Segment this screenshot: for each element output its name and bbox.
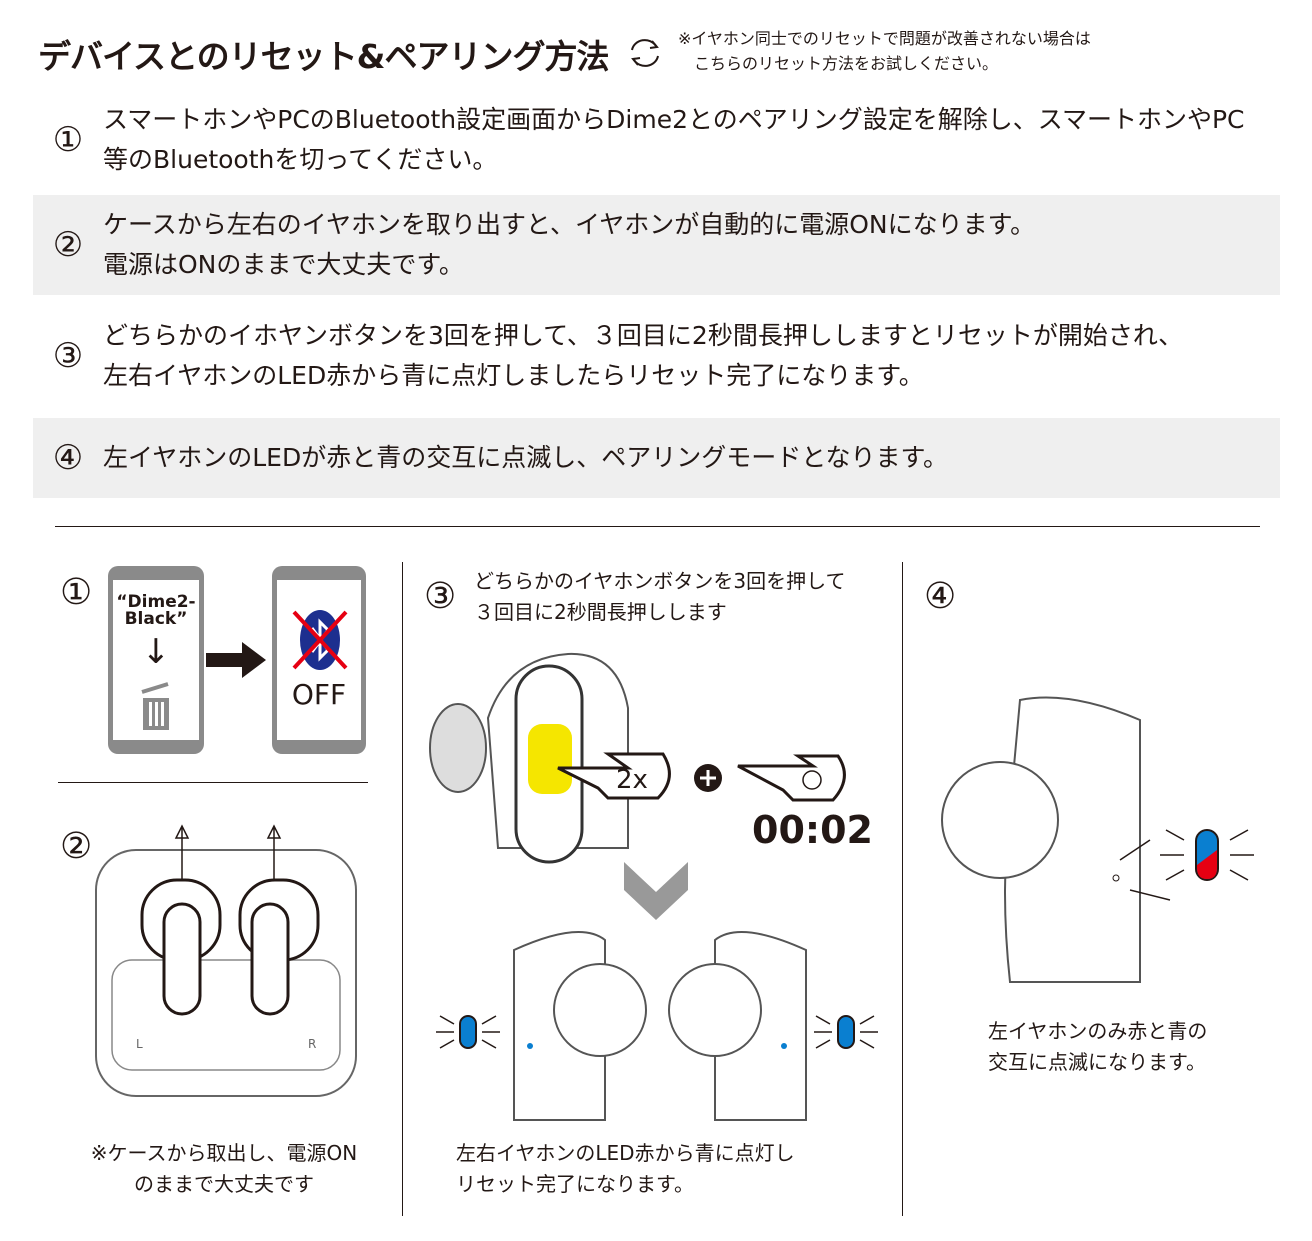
step-number: ④ <box>52 438 84 478</box>
device-name: “Dime2- Black” <box>116 592 196 629</box>
earbud-button-illustration: 2x <box>429 652 846 864</box>
bluetooth-off-icon <box>292 610 348 670</box>
panel-number: ③ <box>424 576 457 617</box>
timer-icon <box>802 770 822 790</box>
charging-case-illustration: L R <box>95 824 357 1097</box>
step-1: ① スマートホンやPCのBluetooth設定画面からDime2とのペアリング設定… <box>33 100 1280 180</box>
timer-readout: 00:02 <box>752 808 873 852</box>
step-2: ② ケースから左右のイヤホンを取り出すと、イヤホンが自動的に電源ONになります。 … <box>33 195 1280 295</box>
divider <box>58 782 368 783</box>
trash-icon <box>141 682 169 730</box>
divider <box>902 562 903 1216</box>
panel-caption: 左右イヤホンのLED赤から青に点灯し リセット完了になります。 <box>456 1141 795 1196</box>
button-highlight <box>528 724 572 794</box>
header-note: ※イヤホン同士でのリセットで問題が改善されない場合は こちらのリセット方法をお試… <box>678 29 1091 73</box>
step-text: ケースから左右のイヤホンを取り出すと、イヤホンが自動的に電源ONになります。 電… <box>103 210 1036 279</box>
right-arrow-icon <box>206 642 266 678</box>
panel-instruction: どちらかのイヤホンボタンを3回を押して ３回目に2秒間長押しします <box>474 569 846 624</box>
divider <box>55 526 1260 527</box>
earbuds-led-blue-illustration <box>436 931 878 1121</box>
step-number: ① <box>52 120 84 160</box>
panel-caption: ※ケースから取出し、電源ON のままで大丈夫です <box>90 1141 358 1196</box>
refresh-icon <box>631 39 659 67</box>
page-title: デバイスとのリセット&ペアリング方法 <box>38 37 609 76</box>
step-text: 左イヤホンのLEDが赤と青の交互に点滅し、ペアリングモードとなります。 <box>103 443 948 472</box>
step-number: ③ <box>52 336 84 376</box>
step-text: どちらかのイホヤンボタンを3回を押して、３回目に2秒間長押ししますとリセットが開… <box>103 321 1184 390</box>
phone-before: “Dime2- Black” ↓ <box>108 566 204 754</box>
step-3: ③ どちらかのイホヤンボタンを3回を押して、３回目に2秒間長押ししますとリセットが… <box>33 312 1280 400</box>
down-arrow-icon: ↓ <box>141 632 171 672</box>
step-text: スマートホンやPCのBluetooth設定画面からDime2とのペアリング設定を… <box>103 105 1245 174</box>
case-left-label: L <box>136 1037 143 1051</box>
case-right-label: R <box>308 1037 316 1051</box>
led-right <box>837 1015 855 1049</box>
divider <box>402 562 403 1216</box>
phone-after: OFF <box>272 566 366 754</box>
step-number: ② <box>52 225 84 265</box>
earbud-led-red-blue-illustration <box>941 696 1254 983</box>
panel-caption: 左イヤホンのみ赤と青の 交互に点滅になります。 <box>988 1019 1208 1074</box>
chevron-down-icon <box>624 862 688 920</box>
led-left <box>459 1015 477 1049</box>
step-4: ④ 左イヤホンのLEDが赤と青の交互に点滅し、ペアリングモードとなります。 <box>33 418 1280 498</box>
press-count: 2x <box>616 765 648 795</box>
off-label: OFF <box>291 678 347 711</box>
panel-number: ① <box>60 572 93 613</box>
panel-number: ④ <box>924 576 957 617</box>
panel-number: ② <box>60 826 93 867</box>
